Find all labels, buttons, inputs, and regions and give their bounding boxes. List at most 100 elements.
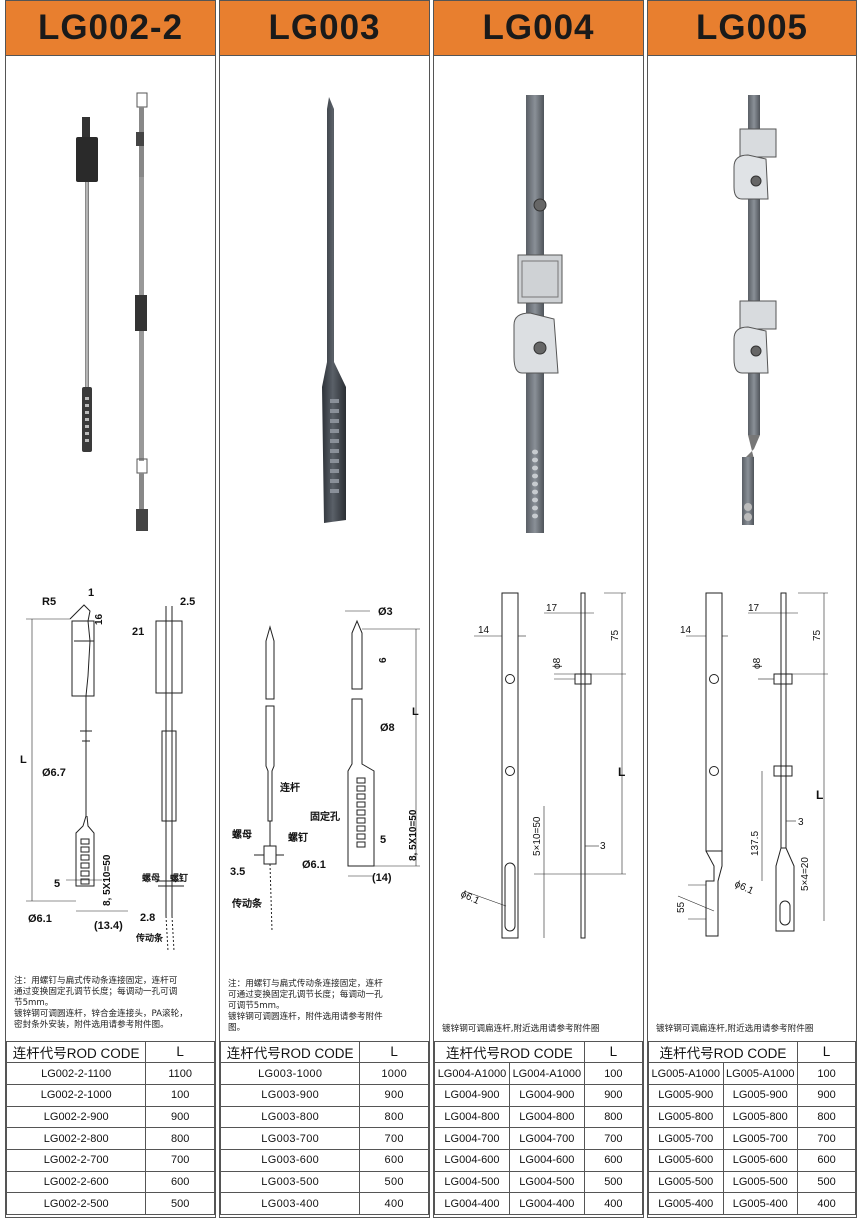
part-label: 螺母 xyxy=(232,828,252,841)
part-label: 连杆 xyxy=(280,781,300,794)
dim-label: 5×10=50 xyxy=(532,816,543,856)
part-label: 固定孔 xyxy=(310,810,340,823)
dim-label: 55 xyxy=(676,901,687,913)
dim-label: Ø3 xyxy=(378,606,393,618)
dim-label: 2.5 xyxy=(180,596,195,608)
dim-label: 5 xyxy=(380,834,386,846)
product-code-header: LG004 xyxy=(434,1,643,56)
dim-label: 3 xyxy=(798,817,804,828)
technical-drawing: Ø3 6 L Ø8 连杆 固定孔 螺母 螺钉 5 8, 5X10=50 3.5 … xyxy=(230,606,420,932)
technical-drawing: 14 17 ϕ8 75 L 137.5 3 5×4=20 ϕ6.1 55 xyxy=(676,592,828,937)
dim-label: 21 xyxy=(132,626,144,638)
technical-drawing: 14 17 ϕ8 75 L 5×10=50 3 ϕ6.1 xyxy=(459,592,626,939)
part-label: 传动条 xyxy=(135,932,164,943)
table-header: L xyxy=(797,1040,856,1064)
dim-label: 8, 5X10=50 xyxy=(102,854,113,906)
dim-label: L xyxy=(412,706,419,718)
part-label: 传动条 xyxy=(231,897,263,910)
product-column-lg004: LG004 xyxy=(433,0,644,1218)
product-photo xyxy=(733,95,777,525)
product-photo xyxy=(322,97,346,523)
table-header: 连杆代号ROD CODE xyxy=(5,1040,147,1064)
dim-label: Ø6.1 xyxy=(302,859,326,871)
dim-label: 17 xyxy=(546,603,558,614)
dim-label: L xyxy=(816,788,823,802)
product-photo xyxy=(513,95,563,533)
dim-label: 17 xyxy=(748,603,760,614)
dim-label: 2.8 xyxy=(140,912,155,924)
dim-label: 75 xyxy=(610,629,621,641)
product-note: 镀锌钢可调扁连杆,附近选用请参考附件圈 xyxy=(656,1024,814,1034)
dim-label: ϕ8 xyxy=(752,657,763,669)
part-label: 螺母 xyxy=(142,872,160,883)
dim-label: 6 xyxy=(378,657,389,663)
dim-label: 137.5 xyxy=(750,831,761,856)
table-header: L xyxy=(145,1040,215,1064)
product-column-lg003: LG003 xyxy=(219,0,430,1218)
dim-label: 14 xyxy=(680,625,692,636)
dim-label: L xyxy=(618,765,625,779)
table-header: L xyxy=(359,1040,429,1064)
dim-label: 14 xyxy=(478,625,490,636)
product-code-header: LG003 xyxy=(220,1,429,56)
dim-label: 16 xyxy=(94,613,105,625)
table-header: L xyxy=(583,1040,644,1064)
table-header: 连杆代号ROD CODE xyxy=(647,1040,799,1064)
product-code-header: LG005 xyxy=(648,1,856,56)
dim-label: ϕ8 xyxy=(552,657,563,669)
product-code-header: LG002-2 xyxy=(6,1,215,56)
product-note: 注：用螺钉与扁式传动条连接固定，连杆可 通过变换固定孔调节长度；每调动一孔可调 … xyxy=(14,976,188,1030)
dim-label: R5 xyxy=(42,596,56,608)
product-photo xyxy=(76,92,148,531)
product-column-lg002-2: LG002-2 xyxy=(5,0,216,1218)
dim-label: 3.5 xyxy=(230,866,245,878)
dim-label: Ø6.7 xyxy=(42,767,66,779)
product-note: 镀锌钢可调扁连杆,附近选用请参考附件圈 xyxy=(442,1024,600,1034)
dim-label: ϕ6.1 xyxy=(733,879,756,897)
dim-label: 75 xyxy=(812,629,823,641)
dim-label: (13.4) xyxy=(94,920,123,932)
dim-label: 1 xyxy=(88,587,94,599)
dim-label: (14) xyxy=(372,872,392,884)
part-label: 螺钉 xyxy=(170,872,188,883)
dim-label: 8, 5X10=50 xyxy=(408,809,419,861)
dim-label: 5×4=20 xyxy=(800,857,811,891)
dim-label: L xyxy=(20,754,27,766)
part-label: 螺钉 xyxy=(288,831,308,844)
technical-drawing: R5 1 16 2.5 21 L Ø6.7 5 8, 5X10=50 Ø6.1 … xyxy=(20,587,195,952)
product-column-lg005: LG005 xyxy=(647,0,857,1218)
dim-label: 5 xyxy=(54,878,60,890)
